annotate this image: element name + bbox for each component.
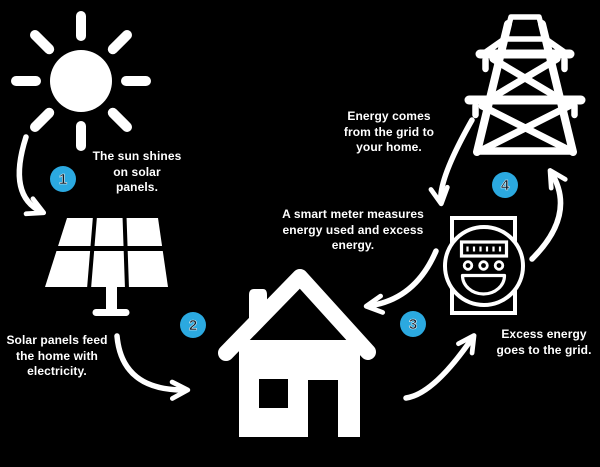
caption-line: the home with: [16, 348, 98, 363]
caption-line: The sun shines: [92, 149, 182, 163]
caption-line: Solar panels feed: [6, 333, 108, 347]
caption-line: goes to the grid.: [496, 342, 592, 357]
step-3-caption: A smart meter measures energy used and e…: [268, 207, 438, 254]
caption-line: from the grid to: [343, 124, 435, 139]
step-4-caption: Energy comes from the grid to your home.: [304, 109, 474, 156]
solar-panel-icon: [45, 215, 168, 316]
smart-meter-icon: [443, 216, 525, 315]
caption-line: energy.: [331, 238, 375, 252]
step-1-caption: The sun shines on solar panels.: [52, 149, 222, 196]
caption-line: Energy comes: [347, 109, 431, 123]
excess-energy-caption: Excess energy goes to the grid.: [459, 327, 600, 358]
curved-arrow-house-to-meter-icon: [403, 333, 477, 401]
caption-line: your home.: [356, 140, 422, 154]
transmission-tower-icon: [464, 14, 586, 156]
curved-arrow-panel-to-house-icon: [114, 333, 191, 401]
sun-icon: [11, 11, 151, 151]
house-icon: [218, 269, 376, 437]
curved-arrow-meter-to-tower-icon: [529, 168, 568, 262]
step-1-badge: 1: [50, 166, 76, 192]
step-4-badge: 4: [492, 172, 518, 198]
caption-line: electricity.: [27, 364, 87, 378]
step-3-badge: 3: [400, 311, 426, 337]
caption-line: on solar: [113, 164, 161, 179]
caption-line: A smart meter measures: [282, 207, 424, 221]
step-2-caption: Solar panels feed the home with electric…: [0, 333, 142, 380]
curved-arrow-meter-to-house-icon: [363, 248, 439, 315]
caption-line: panels.: [115, 180, 159, 194]
curved-arrow-sun-to-panel-icon: [16, 134, 47, 217]
caption-line: energy used and excess: [282, 222, 424, 237]
step-2-badge: 2: [180, 312, 206, 338]
curved-arrow-tower-to-meter-icon: [428, 117, 475, 207]
caption-line: Excess energy: [501, 327, 587, 341]
